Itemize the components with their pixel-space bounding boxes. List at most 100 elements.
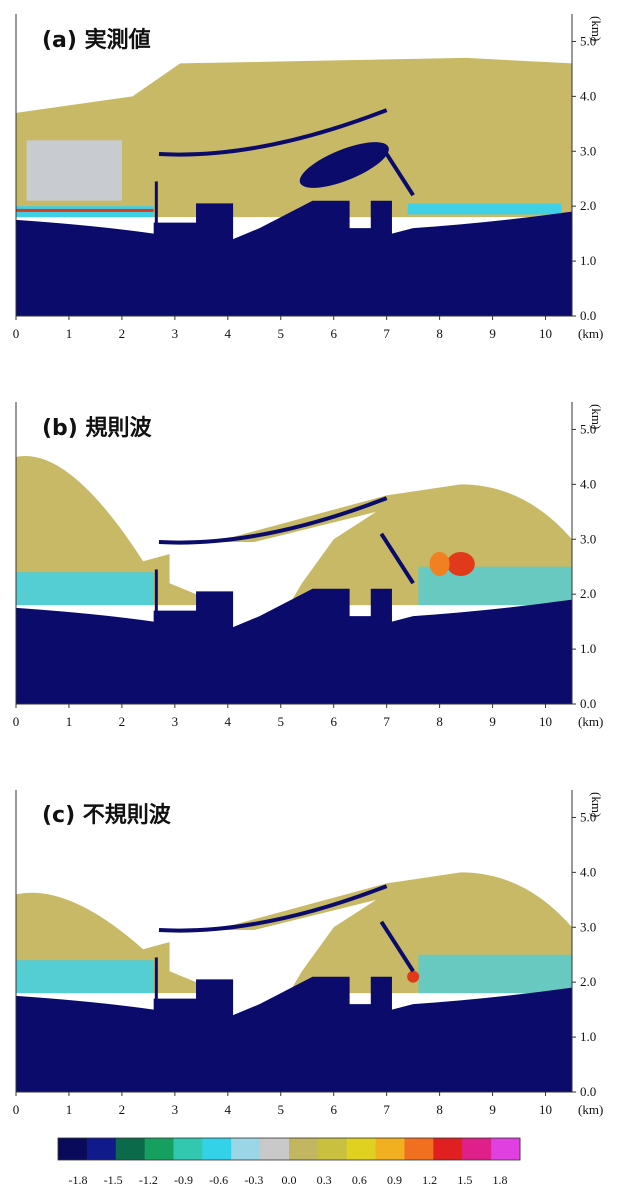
x-tick-label: 2 xyxy=(119,714,126,729)
colorbar-segment xyxy=(404,1138,434,1160)
colorbar-segment xyxy=(260,1138,290,1160)
y-tick-label: 1.0 xyxy=(580,253,596,268)
panel-b-title: (b) 規則波 xyxy=(42,416,152,441)
x-tick-label: 5 xyxy=(278,1102,285,1117)
y-tick-label: 5.0 xyxy=(580,33,596,48)
colorbar-segment xyxy=(462,1138,492,1160)
y-tick-label: 0.0 xyxy=(580,1084,596,1099)
y-tick-label: 2.0 xyxy=(580,198,596,213)
colorbar-tick-label: 0.0 xyxy=(282,1173,297,1187)
x-tick-label: 10 xyxy=(539,714,552,729)
x-tick-label: 7 xyxy=(383,326,390,341)
x-tick-label: 1 xyxy=(66,1102,73,1117)
y-tick-label: 0.0 xyxy=(580,696,596,711)
colorbar-segment xyxy=(317,1138,348,1160)
x-tick-label: 4 xyxy=(225,714,232,729)
x-tick-label: 0 xyxy=(13,326,20,341)
x-tick-label: 9 xyxy=(489,1102,496,1117)
y-unit: (km) xyxy=(589,792,604,817)
y-tick-label: 4.0 xyxy=(580,88,596,103)
colorbar-segment xyxy=(375,1138,405,1160)
colorbar-tick-label: 1.5 xyxy=(457,1173,472,1187)
wave-field xyxy=(16,57,572,218)
colorbar-frame xyxy=(57,1137,521,1161)
x-tick-label: 10 xyxy=(539,326,552,341)
land-mass xyxy=(16,200,572,316)
colorbar-tick-label: 0.9 xyxy=(387,1173,402,1187)
north-breakwater xyxy=(158,108,388,157)
colorbar-tick-label: -1.5 xyxy=(104,1173,123,1187)
x-tick-label: 1 xyxy=(66,714,73,729)
colorbar-tick-label: -1.2 xyxy=(139,1173,158,1187)
land-mass xyxy=(16,588,572,704)
orange-spot xyxy=(429,551,450,576)
x-tick-label: 4 xyxy=(225,326,232,341)
red-line xyxy=(16,208,154,212)
x-tick-label: 6 xyxy=(330,1102,337,1117)
x-tick-label: 6 xyxy=(330,714,337,729)
colorbar-segment xyxy=(173,1138,203,1160)
y-tick-label: 5.0 xyxy=(580,809,596,824)
red-spot xyxy=(407,970,420,983)
north-breakwater xyxy=(158,884,388,933)
y-tick-label: 2.0 xyxy=(580,974,596,989)
land-mass xyxy=(16,976,572,1092)
cyan-band-right xyxy=(418,954,572,994)
colorbar-segment xyxy=(58,1138,88,1160)
colorbar-tick-label: 1.8 xyxy=(493,1173,508,1187)
x-tick-label: 10 xyxy=(539,1102,552,1117)
x-tick-label: 3 xyxy=(172,326,179,341)
cyan-band xyxy=(16,572,154,606)
x-tick-label: 4 xyxy=(225,1102,232,1117)
x-tick-label: 8 xyxy=(436,714,443,729)
cyan-band-right xyxy=(407,203,562,215)
colorbar-tick-label: 0.3 xyxy=(317,1173,332,1187)
x-tick-label: 5 xyxy=(278,714,285,729)
y-tick-label: 4.0 xyxy=(580,476,596,491)
x-tick-label: 5 xyxy=(278,326,285,341)
colorbar-segment xyxy=(86,1138,117,1160)
colorbar-segment xyxy=(289,1138,319,1160)
y-tick-label: 1.0 xyxy=(580,1029,596,1044)
x-unit: (km) xyxy=(578,714,603,729)
x-tick-label: 7 xyxy=(383,714,390,729)
x-tick-label: 2 xyxy=(119,1102,126,1117)
colorbar-tick-label: 0.6 xyxy=(352,1173,367,1187)
dark-shoal xyxy=(299,142,389,188)
east-breakwater xyxy=(379,532,415,585)
red-spot xyxy=(446,551,475,576)
harbour-basin xyxy=(169,899,377,1043)
cyan-band xyxy=(16,960,154,994)
x-tick-label: 8 xyxy=(436,326,443,341)
grey-zone xyxy=(26,140,122,201)
x-tick-label: 9 xyxy=(489,326,496,341)
east-breakwater xyxy=(379,144,415,197)
x-tick-label: 3 xyxy=(172,714,179,729)
y-tick-label: 2.0 xyxy=(580,586,596,601)
x-unit: (km) xyxy=(578,326,603,341)
colorbar-segment xyxy=(346,1138,377,1160)
colorbar-tick-label: -1.8 xyxy=(69,1173,88,1187)
y-tick-label: 5.0 xyxy=(580,421,596,436)
colorbar-segment xyxy=(115,1138,146,1160)
y-unit: (km) xyxy=(589,404,604,429)
y-tick-label: 3.0 xyxy=(580,531,596,546)
harbour-basin xyxy=(169,511,377,655)
colorbar-segment xyxy=(144,1138,174,1160)
x-tick-label: 8 xyxy=(436,1102,443,1117)
y-unit: (km) xyxy=(589,16,604,41)
y-tick-label: 1.0 xyxy=(580,641,596,656)
colorbar-segment xyxy=(231,1138,261,1160)
panel-a-title: (a) 実測値 xyxy=(42,28,151,53)
y-tick-label: 3.0 xyxy=(580,143,596,158)
colorbar-tick-label: 1.2 xyxy=(422,1173,437,1187)
colorbar-segment xyxy=(491,1138,521,1160)
east-breakwater xyxy=(379,920,415,973)
x-unit: (km) xyxy=(578,1102,603,1117)
colorbar-tick-label: -0.3 xyxy=(244,1173,263,1187)
